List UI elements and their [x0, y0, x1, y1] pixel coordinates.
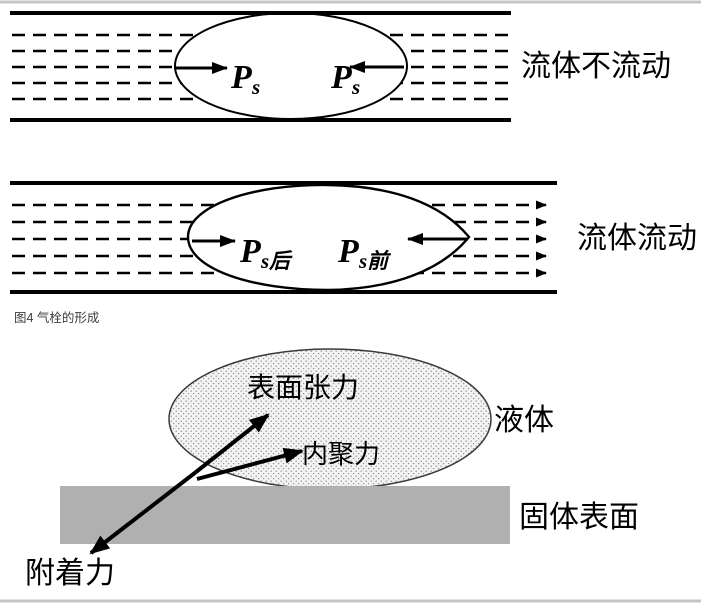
pressure-label-rear-sub: s后 — [260, 249, 293, 273]
cohesion-arrow — [196, 447, 304, 481]
pressure-label-front-sub: s前 — [358, 249, 391, 273]
solid-surface-label: 固体表面 — [519, 501, 639, 534]
figure-caption: 图4 气栓的形成 — [14, 310, 99, 325]
pressure-label-left-sub: s — [251, 75, 260, 99]
surface-tension-arrow — [194, 413, 270, 474]
air-plug-bubble — [186, 183, 471, 292]
pressure-label-right-sub: s — [351, 75, 360, 99]
flow-label: 流体流动 — [577, 222, 697, 255]
solid-surface-block — [60, 486, 510, 544]
adhesion-arrow — [89, 470, 198, 555]
fig-flow: P s后 P s前 流体流动 — [10, 181, 697, 294]
surface-tension-label: 表面张力 — [247, 372, 359, 404]
fig-no-flow: P s P s 流体不流动 — [10, 11, 671, 122]
pressure-label-rear: P — [239, 233, 261, 270]
pressure-label-front: P — [337, 233, 359, 270]
fig-droplet: 表面张力 内聚力 液体 固体表面 附着力 — [25, 348, 639, 590]
cohesion-label: 内聚力 — [302, 440, 380, 469]
adhesion-label: 附着力 — [25, 557, 115, 590]
pressure-label-right: P — [330, 59, 352, 96]
liquid-label: 液体 — [494, 404, 554, 437]
pressure-label-left: P — [230, 59, 252, 96]
no-flow-label: 流体不流动 — [521, 50, 671, 83]
